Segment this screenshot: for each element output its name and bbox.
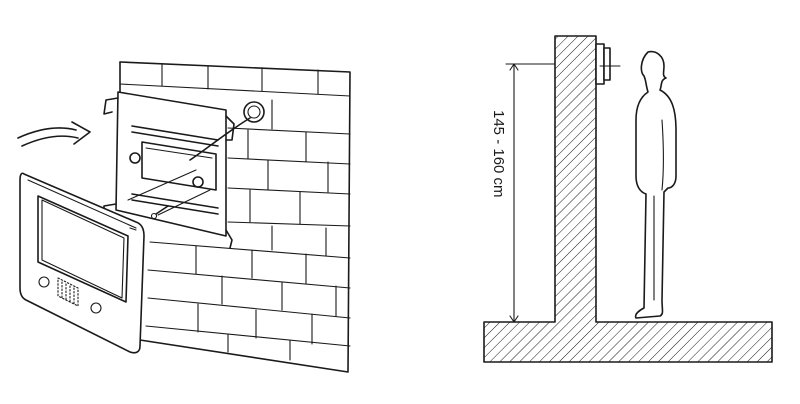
height-dimension-line	[503, 63, 556, 323]
mounting-illustration	[17, 61, 351, 373]
wall-unit-icon	[595, 43, 621, 85]
indoor-monitor	[19, 172, 145, 354]
screw-icon	[127, 169, 211, 220]
mounting-direction-arrow-icon	[17, 121, 91, 147]
person-silhouette-icon	[634, 50, 677, 319]
height-diagram: 145 - 160 cm	[483, 35, 773, 363]
wall-section	[483, 35, 773, 363]
height-dimension-label: 145 - 160 cm	[490, 110, 507, 198]
speaker-grille	[57, 277, 79, 307]
brick-wall	[119, 61, 351, 373]
mounting-bracket	[103, 91, 265, 249]
